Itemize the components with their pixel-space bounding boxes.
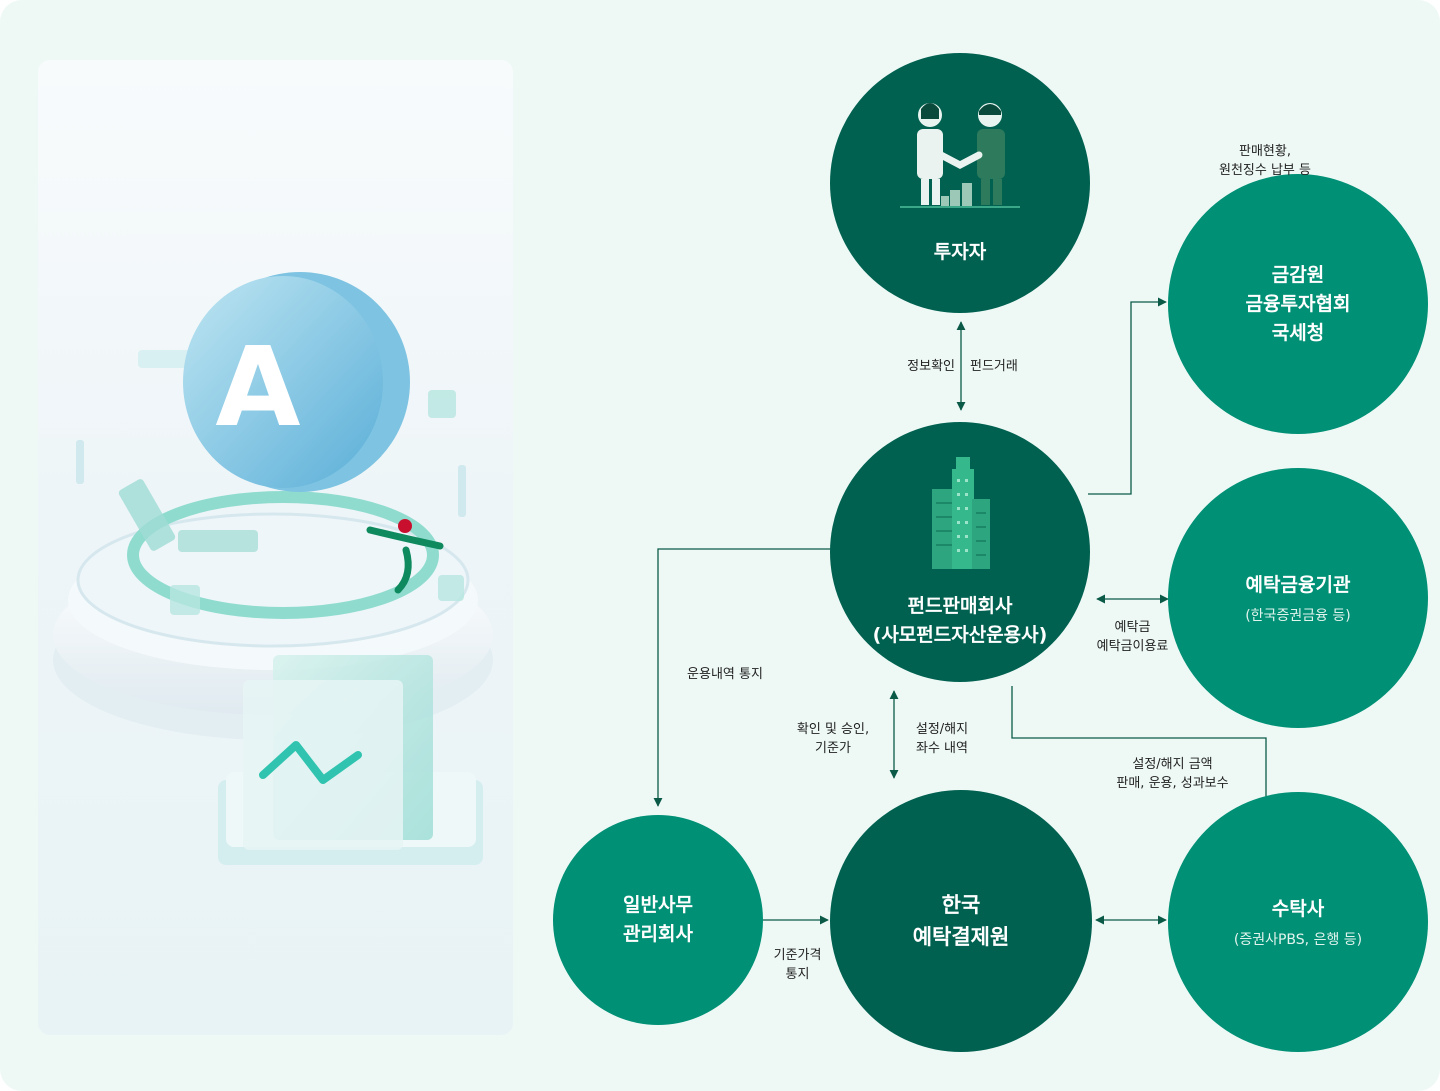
fund-trade-label: 펀드거래 <box>970 359 1018 374</box>
setup-cancel-label: 설정/해지 좌수 내역 <box>915 722 969 756</box>
regulators-node: 금감원 금융투자협회 국세청 <box>1168 174 1428 434</box>
seller-regulator-arrow <box>1088 297 1167 495</box>
seller-admin-arrow <box>653 548 833 807</box>
setup-amount-label: 설정/해지 금액 판매, 운용, 성과보수 <box>1116 757 1229 791</box>
admin-company-node: 일반사무 관리회사 <box>553 815 763 1025</box>
handshake-icon <box>895 95 1025 210</box>
deposit-institution-node: 예탁금융기관 (한국증권금융 등) <box>1168 468 1428 728</box>
trustee-node: 수탁사 (증권사PBS, 은행 등) <box>1168 792 1428 1052</box>
sales-status-label: 판매현황, 원천징수 납부 등 <box>1219 144 1311 178</box>
fund-seller-title: 펀드판매회사 (사모펀드자산운용사) <box>872 595 1048 646</box>
ksd-title: 한국 예탁결제원 <box>912 893 1010 949</box>
investor-title: 투자자 <box>933 240 987 263</box>
confirm-approve-label: 확인 및 승인, 기준가 <box>796 722 870 756</box>
operation-notice-label: 운용내역 통지 <box>687 667 763 682</box>
trustee-title: 수탁사 <box>1271 897 1325 920</box>
investor-node: 투자자 <box>830 53 1090 313</box>
deposit-label: 예탁금 예탁금이용료 <box>1096 620 1169 654</box>
deposit-institution-sub: (한국증권금융 등) <box>1245 607 1351 624</box>
deposit-institution-title: 예탁금융기관 <box>1245 573 1351 596</box>
base-price-notice-label: 기준가격 통지 <box>773 948 822 982</box>
ksd-node: 한국 예탁결제원 <box>830 790 1092 1052</box>
fund-illustration: A <box>38 60 513 1035</box>
coin-platform-illustration: A <box>53 272 493 865</box>
building-icon <box>928 455 992 570</box>
info-check-label: 정보확인 <box>907 359 955 374</box>
admin-company-title: 일반사무 관리회사 <box>623 894 693 945</box>
svg-text:A: A <box>215 323 300 451</box>
trustee-sub: (증권사PBS, 은행 등) <box>1233 931 1363 948</box>
regulators-title: 금감원 금융투자협회 국세청 <box>1245 263 1351 344</box>
seller-trustee-arrow <box>1011 686 1271 807</box>
